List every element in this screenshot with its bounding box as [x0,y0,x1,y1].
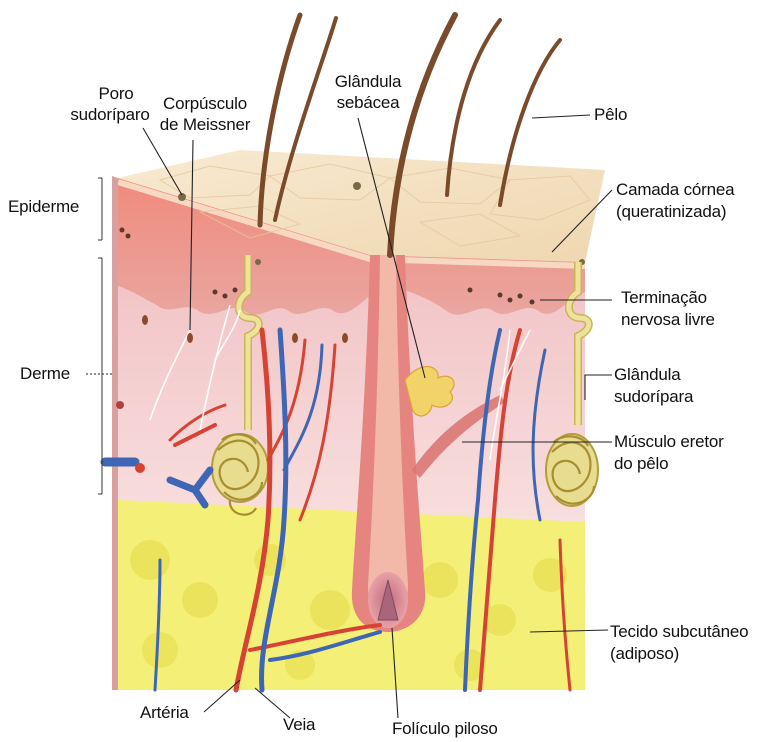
leader-glandula-sudoripara [585,375,612,400]
label-poro-line2: sudoríparo [70,105,149,124]
leader-veia [255,688,290,718]
artery-cut [135,463,145,473]
label-glandula-sebacea-line2: sebácea [337,93,401,112]
label-derme: Derme [20,364,70,383]
label-poro-line1: Poro [98,84,133,103]
label-corpusculo-line2: de Meissner [160,115,251,134]
label-corpusculo-line1: Corpúsculo [163,94,247,113]
leader-pelo [532,115,590,118]
label-glandula-sudoripara-line1: Glândula [614,365,681,384]
layer-brackets [98,178,102,494]
label-musculo-line1: Músculo eretor [614,432,724,451]
label-arteria: Artéria [140,703,189,722]
label-camada-cornea-line2: (queratinizada) [616,202,726,221]
label-musculo-line2: do pêlo [614,454,668,473]
epiderme-bracket [98,178,102,240]
label-tecido-line2: (adiposo) [610,644,679,663]
derme-bracket [98,258,102,494]
label-glandula-sudoripara-line2: sudorípara [614,387,694,406]
label-pelo: Pêlo [594,105,627,124]
label-tecido-line1: Tecido subcutâneo [610,622,748,641]
label-terminacao-line1: Terminação [621,288,707,307]
label-camada-cornea-line1: Camada córnea [616,180,735,199]
left-face [112,176,118,690]
label-foliculo: Folículo piloso [392,719,498,738]
label-terminacao-line2: nervosa livre [621,310,715,329]
label-glandula-sebacea-line1: Glândula [335,72,402,91]
label-veia: Veia [283,715,316,734]
label-epiderme: Epiderme [8,197,79,216]
